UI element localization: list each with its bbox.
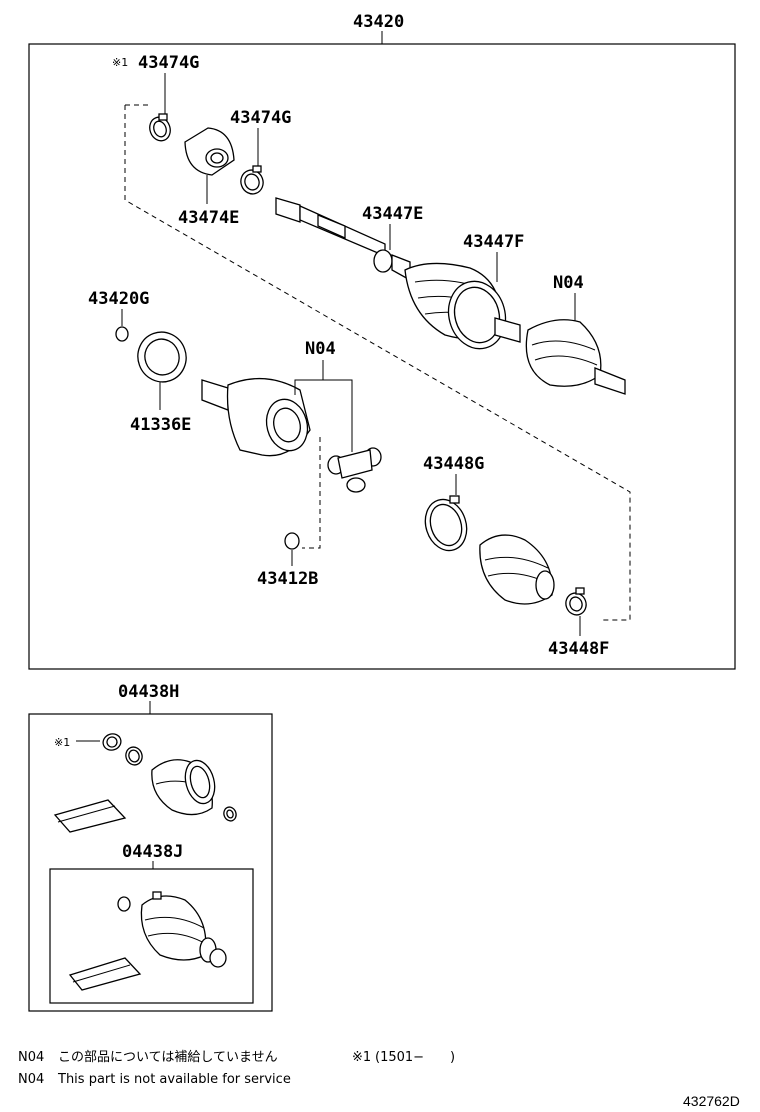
damper-icon [184,127,235,176]
footnote-1-mark: ※1 [352,1050,371,1065]
assembly-number-label: 43420 [353,12,404,32]
kit-h-grease-pack-icon [53,799,127,833]
dust-seal-icon [137,331,187,383]
label-tripod: N04 [305,339,336,359]
label-outer-boot: N04 [553,273,584,293]
label-dust-seal: 41336E [130,415,191,435]
tripod-icon [327,447,382,493]
kit-j-ring-icon [117,896,131,912]
assembly-frame [28,43,736,670]
label-inner-boot-clamp-small: 43448F [548,639,609,659]
assembly-dashed-outline [124,105,631,621]
inner-boot-icon [479,534,555,605]
snap-ring-icon [115,326,129,342]
inner-boot-clamp-icon [424,495,468,552]
inner-joint-housing-icon [201,377,311,457]
kit-j-grease-pack-icon [68,957,142,991]
outer-boot-on-shaft-icon [404,262,521,350]
diagram-code: 432762D [683,1093,740,1109]
label-shaft-clamp: 43447E [362,204,423,224]
kit-h-clamp-small-icon [125,746,143,766]
kit-j-frame [49,868,254,1004]
kit-h-number-label: 04438H [118,682,179,702]
footnote-1-code: N04 [18,1050,44,1065]
kit-h-boot-icon [151,759,216,816]
kit-j-number-label: 04438J [122,842,183,862]
label-ring-small: 43412B [257,569,318,589]
clamp-small-icon [240,165,264,195]
drive-shaft-icon [275,197,411,282]
ring-small-icon [284,532,300,550]
label-clamp-small: 43474G [230,108,291,128]
inner-boot-clamp-small-icon [565,587,587,616]
footnote-2-text: This part is not available for service [57,1072,291,1087]
footnote-2-code: N04 [18,1072,44,1087]
label-damper: 43474E [178,208,239,228]
kit-j-boot-icon [140,891,227,968]
footnote-1-range: (1501− ) [375,1050,455,1065]
dashed-tripod-link [302,437,321,549]
kit-h-frame [28,713,273,1012]
footnote-1-text: この部品については補給していません [58,1050,278,1065]
label-inner-boot-clamp: 43448G [423,454,484,474]
clamp-top-mark: ※1 [112,56,128,69]
outer-boot-icon [525,319,626,395]
clamp-top-icon [149,113,171,142]
leader-tripod [294,360,353,452]
label-snap-ring: 43420G [88,289,149,309]
kit-h-clamp-tiny-icon [223,806,237,822]
kit-h-mark: ※1 [54,736,70,749]
label-boot-clamp: 43447F [463,232,524,252]
kit-h-clamp-icon [102,733,122,751]
label-clamp-top: 43474G [138,53,199,73]
